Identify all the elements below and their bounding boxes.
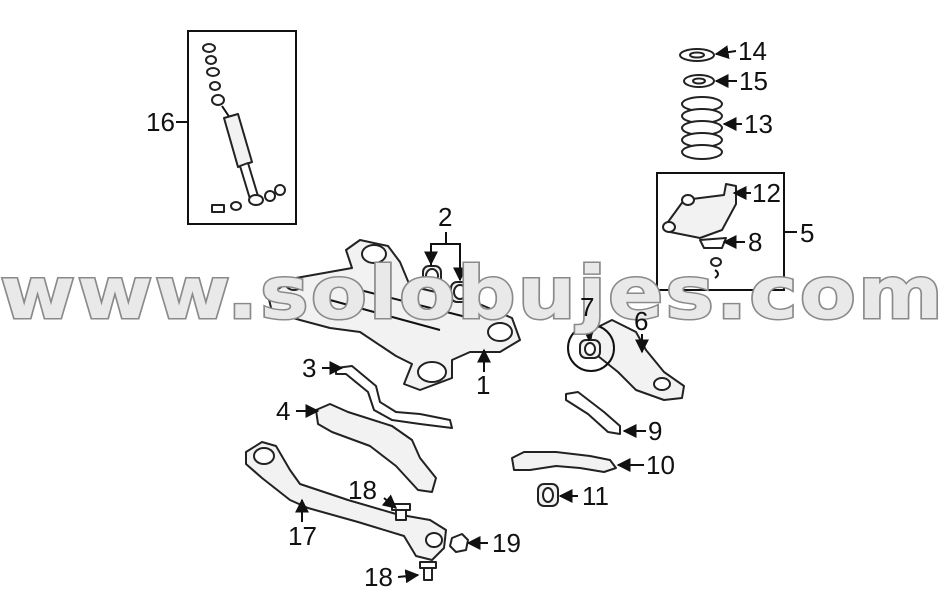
bolt-lower-part <box>419 561 437 581</box>
callout-14: 14 <box>738 36 767 66</box>
callout-11: 11 <box>582 481 609 511</box>
shock-absorber-box <box>187 30 297 225</box>
trailing-arm-part <box>315 403 437 493</box>
bushing-11-part <box>537 483 559 507</box>
shock-absorber-part <box>202 43 286 213</box>
ball-joint-part <box>699 237 727 249</box>
callout-4: 4 <box>276 396 290 426</box>
bushing-pair-part <box>422 265 470 303</box>
spring-group <box>679 48 723 160</box>
lateral-link-part <box>565 391 621 435</box>
callout-1: 1 <box>476 370 490 400</box>
callout-8: 8 <box>748 227 762 257</box>
callout-10: 10 <box>646 450 675 480</box>
callout-18-lower: 18 <box>364 562 393 592</box>
callout-15: 15 <box>739 66 768 96</box>
nut-part <box>449 533 469 553</box>
callout-18-upper: 18 <box>348 475 377 505</box>
coil-spring-part <box>681 96 723 160</box>
callout-labels: 16 14 15 13 12 5 8 2 1 3 4 7 6 9 10 11 1… <box>146 36 814 592</box>
callout-13: 13 <box>744 109 773 139</box>
callout-12: 12 <box>752 178 781 208</box>
upper-arm-part <box>667 183 737 239</box>
callout-9: 9 <box>648 416 662 446</box>
callout-2: 2 <box>438 202 452 232</box>
shock-absorber-group <box>187 30 297 225</box>
leader-lines <box>176 45 797 584</box>
callout-17: 17 <box>288 521 317 551</box>
highlight-circle <box>567 324 615 372</box>
callout-3: 3 <box>302 353 316 383</box>
callout-6: 6 <box>634 306 648 336</box>
stabilizer-bar-part <box>335 365 453 429</box>
lower-arm-part <box>245 441 447 561</box>
callout-5: 5 <box>800 218 814 248</box>
upper-arm-group <box>656 172 785 291</box>
callout-19: 19 <box>492 528 521 558</box>
crossmember-part <box>267 239 521 391</box>
callout-16: 16 <box>146 107 175 137</box>
watermark-text: www.solobujes.com <box>0 251 945 335</box>
callout-7: 7 <box>580 292 594 322</box>
rear-arm-part <box>511 451 617 473</box>
bushing-7-part <box>567 324 615 372</box>
